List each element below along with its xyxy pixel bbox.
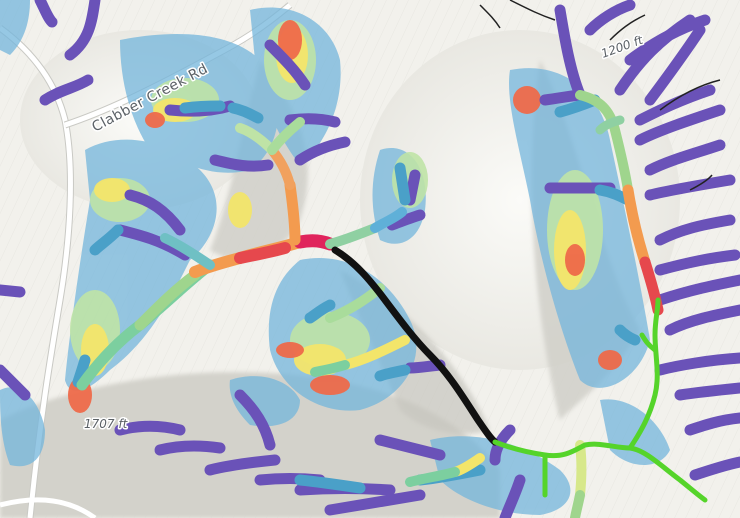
main-channel bbox=[331, 246, 499, 446]
elevation-label-1707: 1707 ft bbox=[84, 417, 129, 431]
downstream-channel bbox=[492, 297, 708, 503]
drainage-lines bbox=[479, 0, 721, 191]
